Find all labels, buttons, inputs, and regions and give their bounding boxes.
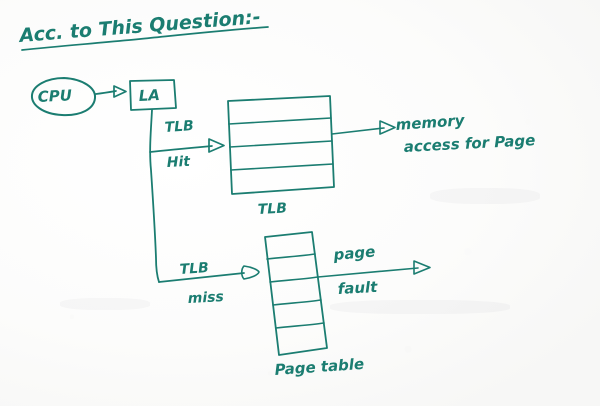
cpu-node-shape [30,77,97,117]
page-table-row-divider [275,322,325,329]
title-underline [21,26,269,51]
tlb-table-row-divider [230,163,334,171]
page-fault-label-line1: page [332,242,376,264]
tlb-miss-arrowhead [240,265,260,280]
page-title: Acc. to This Question:- [17,6,262,47]
tlb-table-row-divider [228,117,332,125]
cpu-to-la-arrowhead [113,85,127,98]
tlb-table-outline [227,95,335,195]
memory-access-line [331,127,385,135]
tlb-miss-label-line1: TLB [179,260,209,278]
page-fault-label-line2: fault [337,278,378,298]
page-table-row-divider [266,253,316,260]
memory-access-label-line2: access for Page [403,131,535,156]
tlb-miss-line [158,272,245,283]
page-fault-line [317,267,419,278]
tlb-hit-line [149,145,213,153]
tlb-miss-label-line2: miss [187,289,224,307]
la-box-shape [129,79,177,111]
cpu-to-la-line [95,90,117,95]
page-table-row-divider [272,299,322,306]
tlb-hit-arrowhead [208,138,225,153]
tlb-hit-label-line1: TLB [164,118,194,136]
memory-access-label-line1: memory [395,111,466,134]
tlb-hit-label-line2: Hit [166,154,191,171]
memory-access-arrowhead [379,120,396,135]
la-branch-vertical-line [149,109,160,283]
page-fault-arrowhead [413,260,431,275]
cpu-label: CPU [37,86,72,106]
page-table-outline [264,231,328,356]
la-box-label: LA [138,86,160,105]
page-table-label: Page table [274,355,365,379]
tlb-table-label: TLB [257,200,287,218]
page-table-row-divider [269,276,319,283]
tlb-table-row-divider [229,140,333,148]
